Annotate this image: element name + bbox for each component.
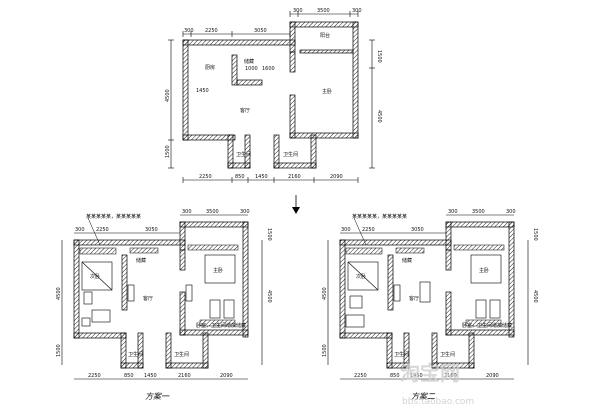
- dim-left-1: 4500: [165, 89, 171, 102]
- left-dim-left-1: 4500: [56, 287, 62, 300]
- dim-bottom-2: 850: [235, 174, 245, 180]
- right-dim-top-1: 300: [448, 209, 458, 215]
- right-dim-top-2: 3500: [472, 209, 485, 215]
- left-dim-bottom-5: 2090: [220, 373, 233, 379]
- dim-bottom-4: 2160: [288, 174, 301, 180]
- dim-left-2: 1500: [165, 145, 171, 158]
- left-dim-top-2: 3500: [206, 209, 219, 215]
- right-dim-top2-2: 2250: [362, 227, 375, 233]
- left-note: 某某某某某，某某某某某: [86, 214, 141, 220]
- label-living: 客厅: [240, 107, 250, 114]
- label-storage: 储藏: [244, 58, 254, 65]
- right-dim-bottom-5: 2090: [486, 373, 499, 379]
- right-dim-bottom-4: 2160: [444, 373, 457, 379]
- left-dim-top-3: 300: [240, 209, 250, 215]
- right-dim-bottom-1: 2250: [354, 373, 367, 379]
- left-dim-top2-3: 3050: [145, 227, 158, 233]
- left-label-storage: 储藏: [136, 257, 146, 264]
- dim-top-2: 3500: [317, 8, 330, 14]
- left-dim-top-1: 300: [182, 209, 192, 215]
- right-dim-right-1: 1500: [532, 228, 538, 241]
- dim-inner-1: 1450: [196, 88, 209, 94]
- dim-top2-3: 3050: [254, 28, 267, 34]
- right-label-bedroom: 主卧: [479, 267, 489, 274]
- right-label-bed-room-a: 次卧: [356, 273, 366, 280]
- label-bath-right: 卫生间: [283, 151, 298, 158]
- label-bath-left: 卫生间: [236, 151, 251, 158]
- right-dim-left-1: 4500: [322, 287, 328, 300]
- right-label-storage: 储藏: [402, 257, 412, 264]
- right-label-bath-left: 卫生间: [394, 351, 409, 358]
- right-dim-top2-3: 3050: [411, 227, 424, 233]
- dim-top2-2: 2250: [205, 28, 218, 34]
- plan-right: 300 3500 300 300 2250 3050 2250 850 1450…: [322, 209, 538, 401]
- dim-top-1: 300: [293, 8, 303, 14]
- right-caption: 方案二: [411, 392, 436, 401]
- dim-inner-3: 1600: [262, 66, 275, 72]
- left-label-living: 客厅: [143, 295, 153, 302]
- left-dim-left-2: 1500: [56, 344, 62, 357]
- right-dim-left-2: 1500: [322, 344, 328, 357]
- left-dim-top2-1: 300: [75, 227, 85, 233]
- dim-top2-1: 300: [184, 28, 194, 34]
- right-dim-top-3: 300: [506, 209, 516, 215]
- left-dim-bottom-3: 1450: [144, 373, 157, 379]
- right-dim-right-2: 4500: [532, 290, 538, 303]
- watermark-text: 淘宝网: [400, 361, 460, 385]
- right-dim-bottom-2: 850: [390, 373, 400, 379]
- left-label-bath-right: 卫生间: [174, 351, 189, 358]
- right-dim-top2-1: 300: [341, 227, 351, 233]
- right-label-note2: 卧室，卫生间增加储藏: [462, 322, 512, 329]
- label-balcony-top: 阳台: [320, 32, 330, 39]
- left-dim-top2-2: 2250: [96, 227, 109, 233]
- left-dim-bottom-1: 2250: [88, 373, 101, 379]
- watermark: 淘宝网 bbs.taobao.com: [400, 361, 474, 407]
- left-dim-right-1: 1500: [266, 228, 272, 241]
- right-label-living: 客厅: [409, 295, 419, 302]
- dim-right-1: 1500: [376, 50, 382, 63]
- dim-right-2: 4500: [376, 110, 382, 123]
- arrow-down-icon: [292, 195, 300, 214]
- label-bedroom: 主卧: [322, 88, 332, 95]
- left-label-bed-room-a: 次卧: [90, 273, 100, 280]
- watermark-sub: bbs.taobao.com: [402, 397, 474, 407]
- dim-top-3: 300: [352, 8, 362, 14]
- left-label-note2: 卧室，卫生间增加储藏: [196, 322, 246, 329]
- plan-top: 300 3500 300 300 2250 3050 2250 850 1450…: [165, 8, 382, 183]
- left-dim-bottom-2: 850: [124, 373, 134, 379]
- right-dim-bottom-3: 1450: [410, 373, 423, 379]
- left-caption: 方案一: [145, 392, 170, 401]
- right-note: 某某某某某，某某某某某: [352, 214, 407, 220]
- dim-inner-2: 1000: [245, 66, 258, 72]
- right-label-bath-right: 卫生间: [440, 351, 455, 358]
- label-kitchen: 厨房: [205, 64, 215, 71]
- dim-bottom-1: 2250: [199, 174, 212, 180]
- plan-left: 300 3500 300 300 2250 3050 2250 850 1450…: [56, 209, 272, 401]
- dim-bottom-5: 2090: [330, 174, 343, 180]
- left-dim-right-2: 4500: [266, 290, 272, 303]
- left-label-bedroom: 主卧: [213, 267, 223, 274]
- dim-bottom-3: 1450: [255, 174, 268, 180]
- left-label-bath-left: 卫生间: [128, 351, 143, 358]
- left-dim-bottom-4: 2160: [178, 373, 191, 379]
